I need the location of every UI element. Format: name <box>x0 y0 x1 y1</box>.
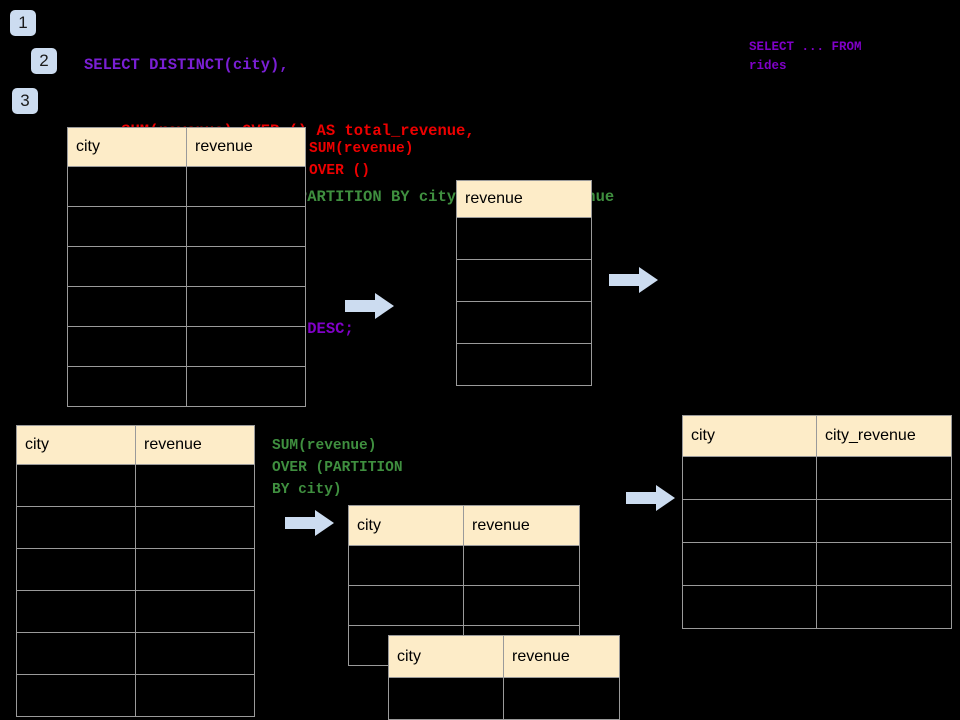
step-badge-3: 3 <box>12 88 38 114</box>
cell-revenue <box>186 166 306 207</box>
table-row <box>67 166 306 207</box>
column-header-revenue: revenue <box>135 425 255 465</box>
cell-city-revenue <box>816 456 952 500</box>
table-row <box>456 217 592 260</box>
arrow-source-to-total <box>345 291 395 326</box>
table-row <box>16 590 255 633</box>
table-row <box>682 499 952 543</box>
table-row <box>348 545 580 586</box>
annotation-sum-over-partition: SUM(revenue) OVER (PARTITION BY city) <box>272 438 403 498</box>
table-row <box>16 464 255 507</box>
column-header-city: city <box>16 425 136 465</box>
cell-city <box>67 366 187 407</box>
cell-city <box>682 456 817 500</box>
table-row <box>682 542 952 586</box>
cell-revenue <box>186 326 306 367</box>
cell-revenue <box>186 246 306 287</box>
total-revenue-table: revenue <box>456 180 592 386</box>
table-row <box>16 548 255 591</box>
table-header-row: city city_revenue <box>682 415 952 457</box>
step-badge-1: 1 <box>10 10 36 36</box>
partition-back-table: city revenue <box>348 505 580 666</box>
cell-city <box>16 674 136 717</box>
sql-line-1: SELECT DISTINCT(city), <box>84 56 289 74</box>
rides-source-table: city revenue <box>67 127 306 407</box>
cell-city <box>67 326 187 367</box>
table-header-row: city revenue <box>67 127 306 167</box>
cell-city <box>16 632 136 675</box>
cell-revenue <box>463 585 580 626</box>
column-header-city: city <box>348 505 464 546</box>
cell-revenue <box>135 590 255 633</box>
cell-city <box>16 548 136 591</box>
table-row <box>67 286 306 327</box>
table-row <box>388 677 620 720</box>
annotation-select-from-rides: SELECT ... FROM rides <box>749 40 862 73</box>
table-row <box>16 506 255 549</box>
cell-city <box>348 585 464 626</box>
cell-city-revenue <box>816 499 952 543</box>
table-row <box>456 343 592 386</box>
cell-city <box>67 246 187 287</box>
cell-revenue <box>135 506 255 549</box>
table-row <box>16 632 255 675</box>
table-header-row: city revenue <box>348 505 580 546</box>
arrow-total-to-result <box>609 265 659 300</box>
cell-city <box>16 590 136 633</box>
table-row <box>682 585 952 629</box>
cell-city-revenue <box>816 585 952 629</box>
arrow-lower-to-partition <box>285 508 335 543</box>
column-header-city-revenue: city_revenue <box>816 415 952 457</box>
cell-city <box>16 506 136 549</box>
table-row <box>16 674 255 717</box>
column-header-revenue: revenue <box>186 127 306 167</box>
column-header-revenue: revenue <box>456 180 592 218</box>
column-header-revenue: revenue <box>503 635 620 678</box>
cell-revenue <box>463 545 580 586</box>
column-header-city: city <box>388 635 504 678</box>
column-header-city: city <box>67 127 187 167</box>
cell-city <box>67 206 187 247</box>
cell-revenue <box>186 206 306 247</box>
table-row <box>67 366 306 407</box>
column-header-revenue: revenue <box>463 505 580 546</box>
cell-city <box>67 286 187 327</box>
partition-front-table: city revenue <box>388 635 620 720</box>
table-row <box>67 326 306 367</box>
cell-revenue <box>186 286 306 327</box>
table-row <box>67 246 306 287</box>
column-header-city: city <box>682 415 817 457</box>
cell-city <box>682 499 817 543</box>
cell-revenue <box>456 259 592 302</box>
table-header-row: revenue <box>456 180 592 218</box>
annotation-sum-over-empty: SUM(revenue) OVER () <box>309 141 414 179</box>
cell-revenue <box>456 301 592 344</box>
cell-revenue <box>456 217 592 260</box>
cell-city <box>682 585 817 629</box>
rides-source-lower-table: city revenue <box>16 425 255 717</box>
cell-revenue <box>503 677 620 720</box>
cell-city <box>16 464 136 507</box>
table-row <box>682 456 952 500</box>
cell-city <box>682 542 817 586</box>
cell-revenue <box>186 366 306 407</box>
arrow-partition-to-result <box>626 483 676 518</box>
cell-revenue <box>135 632 255 675</box>
cell-city <box>348 545 464 586</box>
cell-revenue <box>135 464 255 507</box>
table-row <box>348 585 580 626</box>
table-header-row: city revenue <box>16 425 255 465</box>
result-table: city city_revenue <box>682 415 952 629</box>
cell-city <box>67 166 187 207</box>
step-badge-2: 2 <box>31 48 57 74</box>
table-header-row: city revenue <box>388 635 620 678</box>
cell-revenue <box>456 343 592 386</box>
cell-city <box>388 677 504 720</box>
cell-revenue <box>135 674 255 717</box>
table-row <box>456 259 592 302</box>
cell-revenue <box>135 548 255 591</box>
cell-city-revenue <box>816 542 952 586</box>
table-row <box>67 206 306 247</box>
table-row <box>456 301 592 344</box>
